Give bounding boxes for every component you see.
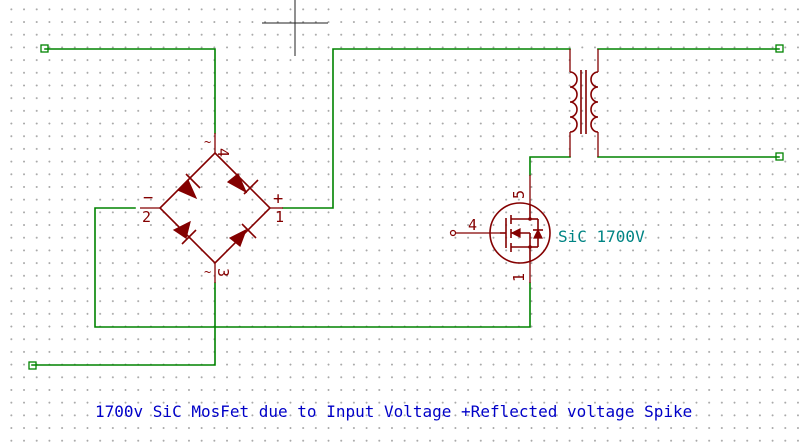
design-note-text[interactable]: 1700v SiC MosFet due to Input Voltage +R… [95,402,692,421]
mosfet-pin-4-label: 4 [468,216,477,234]
bridge-ac-mark-bottom: ~ [204,265,211,279]
mosfet-pin-1-label: 1 [510,273,528,282]
diode-bottom-left [172,220,197,245]
diode-top-right [226,173,259,195]
bridge-pin-2-label: 2 [142,208,151,226]
diode-bottom-right [228,223,257,247]
mosfet-pin-5-label: 5 [510,190,528,199]
transformer[interactable] [569,49,599,157]
mosfet-value-label[interactable]: SiC 1700V [558,227,645,246]
terminal-input-bottom[interactable] [28,361,37,370]
wire-input-bottom[interactable] [31,282,216,366]
bridge-ac-mark-top: ~ [204,135,211,149]
bridge-pin-4-label: 4 [214,148,232,157]
bridge-pin-1-label: 1 [275,208,284,226]
crosshair-cursor [262,0,328,56]
bridge-pos-sign: + [273,189,283,209]
wire-negative-return[interactable] [94,207,531,328]
diode-top-left [176,173,201,200]
terminal-output-bottom[interactable] [775,152,784,161]
terminal-input-top[interactable] [40,44,49,53]
body-diode-icon [533,228,543,239]
mosfet[interactable]: 4 5 1 SiC 1700V [449,175,646,283]
bridge-rectifier[interactable]: 4 ~ 3 ~ 2 − 1 + [140,133,284,283]
gate-terminal[interactable] [449,229,457,237]
bridge-pin-3-label: 3 [214,268,232,277]
wire-drain[interactable] [529,156,571,176]
wire-bridge-pos[interactable] [282,48,571,209]
terminal-output-top[interactable] [775,44,784,53]
bridge-neg-sign: − [143,188,153,208]
mosfet-arrow [510,228,521,238]
wire-input-top[interactable] [44,48,216,134]
wires [31,48,780,366]
terminals [28,44,784,370]
